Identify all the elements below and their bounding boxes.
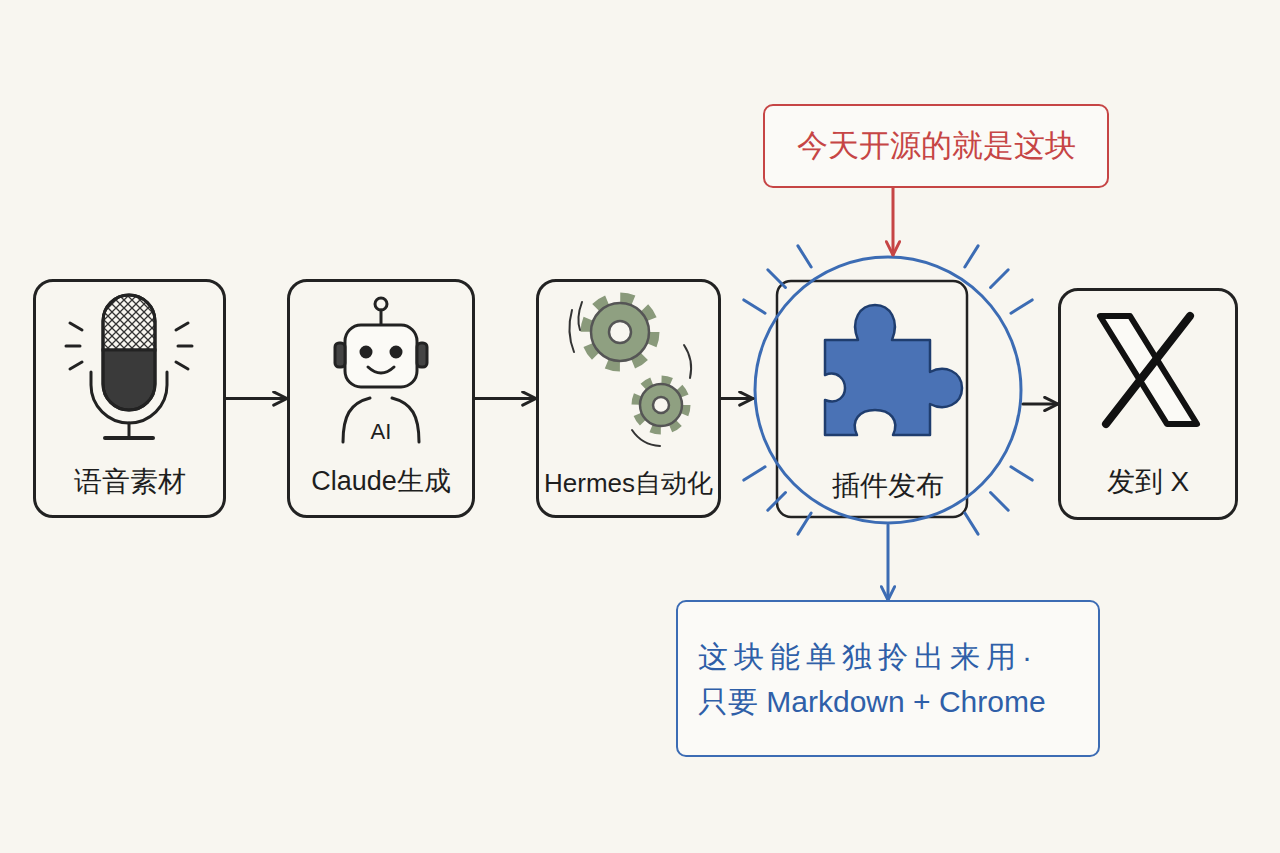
- process-box: AI Claude生成: [287, 279, 475, 518]
- callout-box: 这块能单独拎出来用· 只要 Markdown + Chrome: [676, 600, 1100, 757]
- ray-dash: [965, 246, 978, 267]
- gear-teeth: [586, 298, 654, 366]
- sound-line: [178, 345, 192, 348]
- mic-stem: [128, 423, 131, 438]
- gear-hole: [653, 397, 669, 413]
- gear-hole: [609, 321, 631, 343]
- motion-line: [632, 430, 660, 446]
- process-box: Hermes自动化: [536, 279, 721, 518]
- ray-dash: [768, 270, 786, 288]
- process-box: 语音素材: [33, 279, 226, 518]
- flow-arrow: [892, 188, 895, 255]
- gear-teeth: [636, 380, 686, 430]
- ray-dash: [798, 513, 811, 534]
- ray-dash: [768, 493, 786, 511]
- node-label: 今天开源的就是这块: [765, 127, 1107, 166]
- flow-arrow: [887, 525, 890, 600]
- robot-shoulder: [392, 398, 419, 442]
- ray-dash: [1011, 467, 1032, 480]
- robot-eye: [391, 347, 401, 357]
- ray-dash: [798, 246, 811, 267]
- mic-base: [105, 436, 153, 440]
- ray-dash: [744, 300, 765, 313]
- ray-dash: [1011, 300, 1032, 313]
- x-logo-stroke: [1106, 316, 1190, 424]
- node-label: 插件发布: [753, 468, 1023, 503]
- mic-holder: [91, 372, 167, 423]
- ray-dash: [991, 493, 1009, 511]
- gear-body: [591, 303, 649, 361]
- flow-arrow: [1023, 403, 1058, 406]
- robot-antenna-ball: [375, 298, 387, 310]
- gear-body: [640, 384, 682, 426]
- robot-ear: [335, 343, 345, 367]
- x-logo-band: [1100, 316, 1197, 424]
- sound-line: [70, 323, 82, 330]
- flow-arrow: [475, 397, 536, 400]
- microphone-icon: [66, 295, 192, 438]
- gears-icon: [569, 298, 691, 446]
- icon-label: AI: [290, 418, 472, 446]
- motion-line: [684, 345, 691, 378]
- sound-line: [70, 362, 82, 369]
- flow-arrow: [226, 397, 287, 400]
- motion-line: [578, 302, 582, 330]
- node-label: 这块能单独拎出来用· 只要 Markdown + Chrome: [698, 634, 1078, 724]
- callout-box: 今天开源的就是这块: [763, 104, 1109, 188]
- sound-line: [176, 323, 188, 330]
- ray-dash: [965, 513, 978, 534]
- ray-dash: [991, 270, 1009, 288]
- robot-smile: [368, 367, 394, 373]
- robot-ear: [417, 343, 427, 367]
- node-label: 语音素材: [36, 464, 223, 499]
- highlight-rays: [744, 246, 1032, 534]
- node-label: 发到 X: [1061, 464, 1235, 499]
- sound-line: [176, 362, 188, 369]
- ray-dash: [744, 467, 765, 480]
- puzzle-piece: [825, 305, 962, 435]
- robot-head: [345, 325, 417, 387]
- robot-eye: [361, 347, 371, 357]
- motion-line: [569, 310, 574, 352]
- node-label: Claude生成: [290, 465, 472, 499]
- process-box: 发到 X: [1058, 288, 1238, 520]
- x-logo: [1100, 316, 1197, 424]
- node-label: Hermes自动化: [539, 467, 718, 500]
- highlight-node: 插件发布: [753, 255, 1023, 525]
- sound-line: [66, 345, 80, 348]
- robot-shoulder: [343, 398, 370, 442]
- mic-capsule: [103, 295, 155, 410]
- flow-arrow: [721, 397, 753, 400]
- robot-antenna: [380, 310, 383, 325]
